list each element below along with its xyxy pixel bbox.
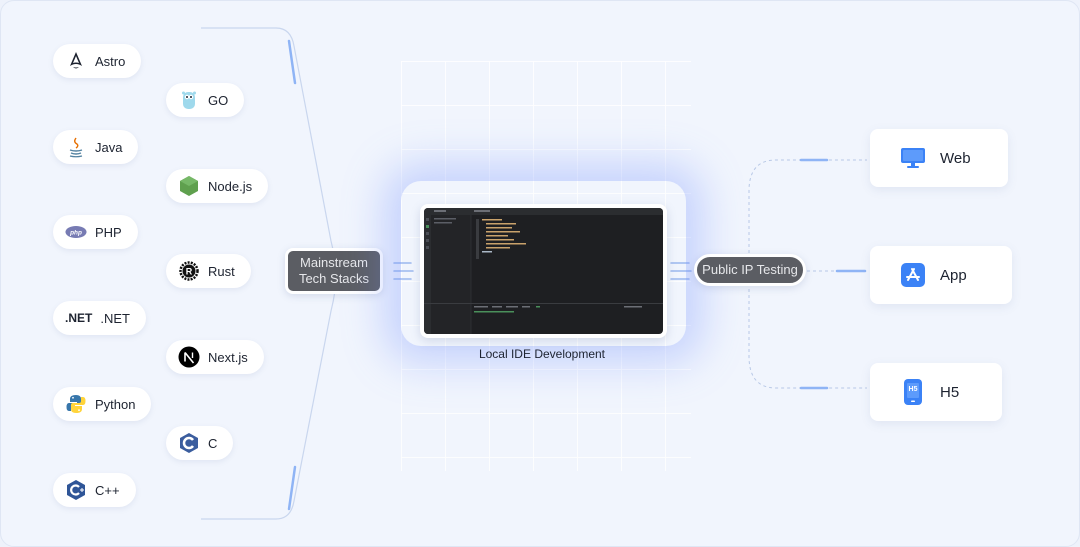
python-icon — [65, 393, 87, 415]
stack-label: Astro — [95, 53, 126, 69]
target-label: App — [940, 266, 967, 284]
go-gopher-icon — [178, 89, 200, 111]
stack-item-c: C — [166, 426, 234, 460]
svg-text:R: R — [186, 267, 193, 277]
stack-label: C++ — [95, 482, 120, 498]
app-store-icon — [900, 262, 926, 288]
stack-label: Node.js — [208, 178, 253, 194]
hub-public-ip-testing: Public IP Testing — [694, 254, 806, 286]
stack-item-php: php PHP — [53, 215, 138, 249]
dotnet-icon: .NET — [65, 311, 93, 325]
java-icon — [65, 136, 87, 158]
ide-code-editor — [424, 208, 663, 334]
nextjs-icon — [178, 346, 200, 368]
stack-label: C — [208, 435, 218, 451]
stack-label: Next.js — [208, 349, 248, 365]
target-card-h5: H5 H5 — [870, 363, 1002, 421]
stack-item-python: Python — [53, 387, 152, 421]
stack-item-rust: R Rust — [166, 254, 251, 288]
stack-item-go: GO — [166, 83, 245, 117]
mobile-h5-icon: H5 — [900, 379, 926, 405]
hub-label: Public IP Testing — [702, 262, 798, 277]
stack-label: Rust — [208, 263, 235, 279]
stack-item-cpp: C++ — [53, 473, 136, 507]
ide-window — [420, 204, 667, 338]
stack-item-nextjs: Next.js — [166, 340, 264, 374]
stack-item-java: Java — [53, 130, 139, 164]
stack-label: Python — [95, 396, 136, 412]
rust-icon: R — [178, 260, 200, 282]
stack-item-astro: Astro — [53, 44, 142, 78]
stack-label: GO — [208, 92, 229, 108]
target-card-web: Web — [870, 129, 1008, 187]
target-label: H5 — [940, 383, 960, 401]
cpp-icon — [65, 479, 87, 501]
astro-icon — [65, 50, 87, 72]
php-icon: php — [65, 221, 87, 243]
svg-text:php: php — [69, 229, 82, 236]
nodejs-icon — [178, 175, 200, 197]
stack-label: PHP — [95, 224, 122, 240]
hub-label-line1: Mainstream — [300, 255, 368, 270]
monitor-icon — [900, 145, 926, 171]
ide-screen — [424, 208, 663, 334]
stack-label: Java — [95, 139, 123, 155]
c-language-icon — [178, 432, 200, 454]
stack-item-nodejs: Node.js — [166, 169, 269, 203]
stack-item-dotnet: .NET .NET — [53, 301, 146, 335]
target-card-app: App — [870, 246, 1012, 304]
stack-label: .NET — [100, 310, 130, 326]
hub-mainstream-tech-stacks: Mainstream Tech Stacks — [285, 248, 383, 294]
hub-label-line2: Tech Stacks — [298, 271, 370, 286]
target-label: Web — [940, 149, 971, 167]
ide-caption: Local IDE Development — [478, 347, 606, 361]
